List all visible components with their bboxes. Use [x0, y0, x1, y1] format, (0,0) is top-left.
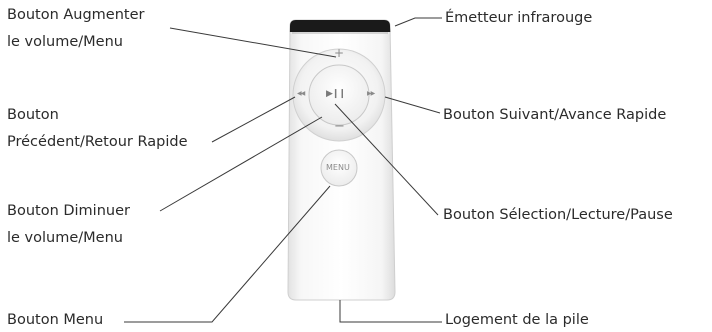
label-volume-down-line1: Bouton Diminuer: [7, 203, 130, 219]
menu-button-label: MENU: [326, 163, 350, 172]
leader-select: [334, 103, 439, 216]
label-menu: Bouton Menu: [7, 312, 104, 328]
leader-battery: [339, 300, 442, 323]
previous-icon: ◀◀: [297, 90, 305, 97]
leader-previous: [211, 96, 296, 143]
select-play-pause-button[interactable]: [308, 64, 370, 126]
leader-volume-up: [169, 27, 337, 58]
label-battery: Logement de la pile: [445, 312, 589, 328]
leader-ir-emitter: [394, 17, 442, 27]
leader-menu: [124, 185, 331, 323]
label-volume-up-line1: Bouton Augmenter: [7, 7, 145, 23]
volume-down-glyph: −: [334, 119, 345, 134]
leader-lines: [124, 17, 442, 323]
next-icon: ▶▶: [367, 90, 375, 97]
leader-volume-down: [159, 116, 323, 212]
label-previous-line2: Précédent/Retour Rapide: [7, 134, 188, 150]
leader-next: [384, 96, 441, 114]
label-previous-line1: Bouton: [7, 107, 59, 123]
ir-window: [289, 20, 391, 32]
label-next: Bouton Suivant/Avance Rapide: [443, 107, 667, 123]
play-pause-icon: ▶❙❙: [326, 89, 346, 99]
label-ir-emitter: Émetteur infrarouge: [445, 10, 593, 26]
label-volume-down-line2: le volume/Menu: [7, 230, 123, 246]
menu-button[interactable]: [320, 149, 358, 187]
label-volume-up-line2: le volume/Menu: [7, 34, 123, 50]
volume-up-glyph: +: [334, 46, 345, 60]
label-select: Bouton Sélection/Lecture/Pause: [443, 207, 673, 223]
